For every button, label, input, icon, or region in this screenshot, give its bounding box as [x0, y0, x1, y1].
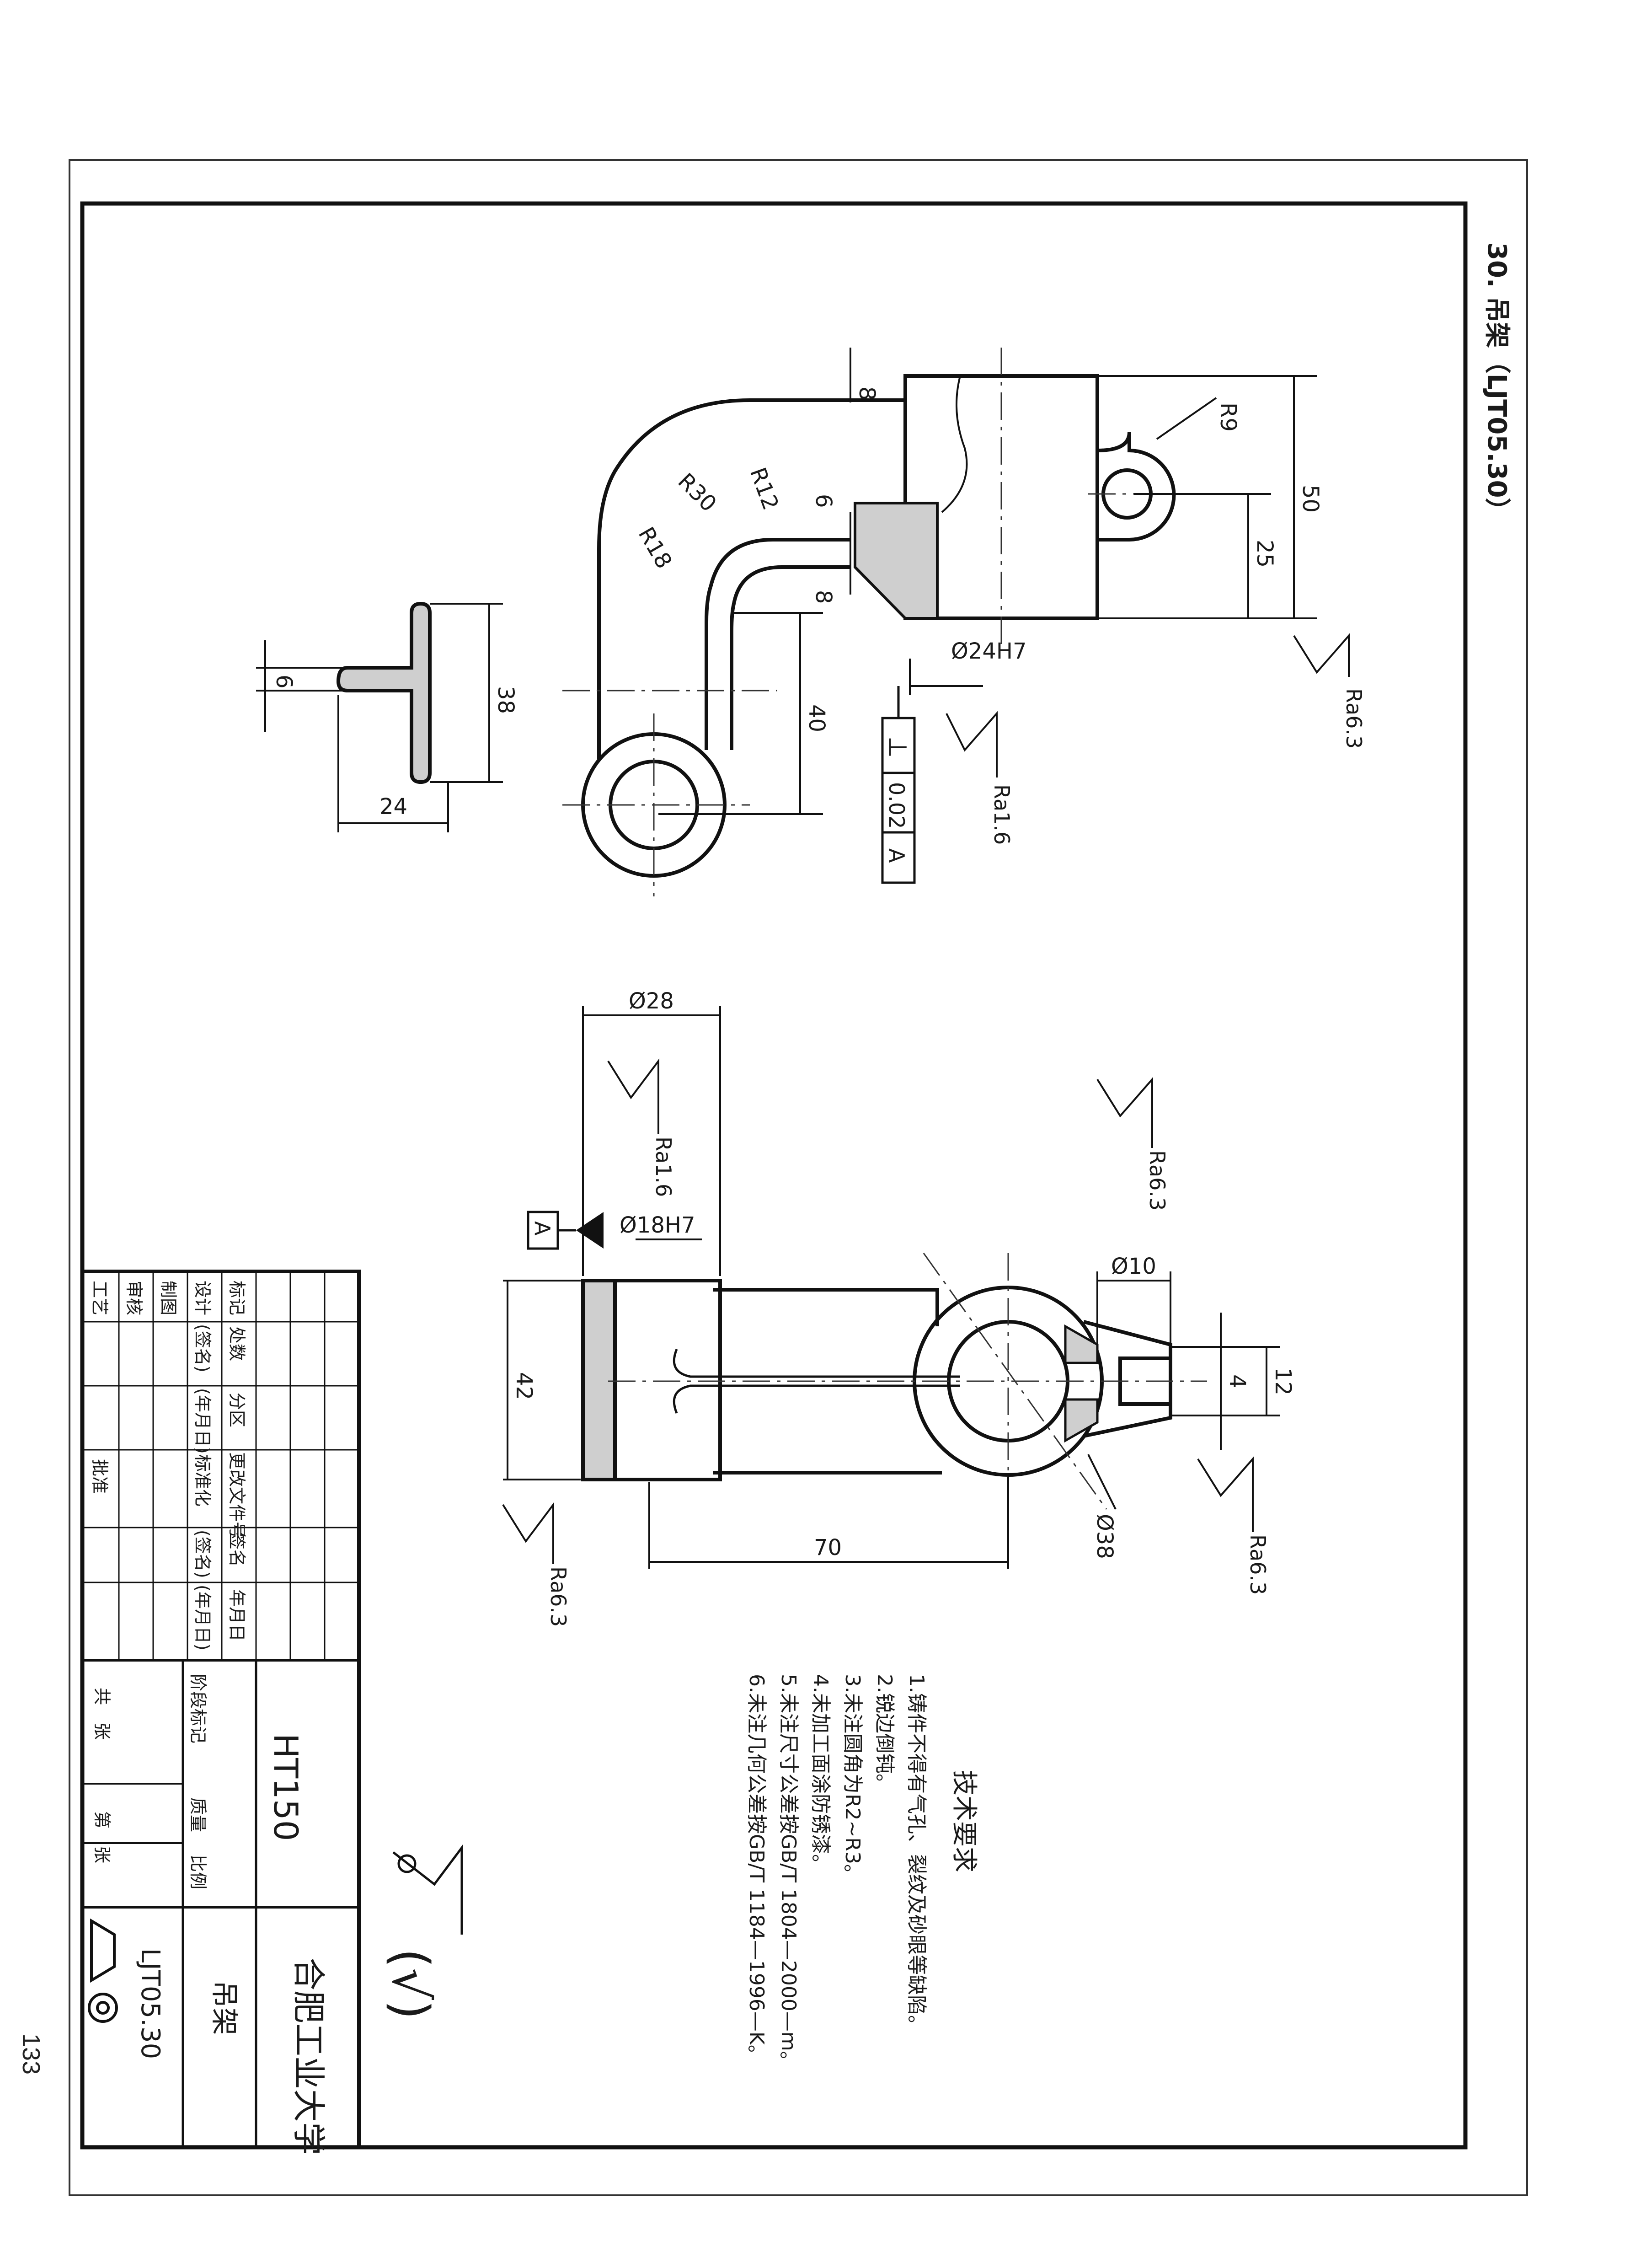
title-block — [80, 1270, 361, 2149]
arm-outer — [597, 398, 905, 759]
tb-row1-c6: 年月日 — [227, 1589, 247, 1641]
front-view-centerlines — [608, 1253, 1207, 1510]
tech-req-item-4: 4.未加工面涂防锈漆。 — [809, 1674, 832, 1874]
tb-row1: 标记 — [227, 1281, 247, 1315]
ra-front-right-bottom: Ra6.3 — [1245, 1534, 1270, 1595]
t-section-shape — [336, 601, 432, 784]
dim-phi28: Ø28 — [629, 988, 674, 1014]
tb-row2-c5: (签名) — [192, 1530, 213, 1578]
tb-row2-c2: (签名) — [192, 1324, 213, 1373]
top-view — [581, 374, 1176, 878]
tolerance-symbol: ⊥ — [883, 736, 912, 758]
roughness-ra-mid — [946, 711, 998, 777]
dim-40: 40 — [804, 704, 829, 732]
tb-row1-c2: 处数 — [227, 1326, 247, 1361]
outer-border — [69, 159, 1528, 2196]
tb-row2-c3: (年月日) — [192, 1388, 213, 1454]
ra-front-left-top: Ra1.6 — [651, 1137, 676, 1197]
tb-row5-c4: 批准 — [90, 1459, 110, 1494]
tb-school: 合肥工业大学 — [289, 1957, 328, 2155]
dim-50: 50 — [1298, 485, 1323, 513]
top-view-centerlines — [562, 348, 1175, 896]
front-arm-top — [713, 1288, 939, 1326]
break-line — [941, 375, 968, 513]
tb-row2-c4: 标准化 — [192, 1454, 213, 1507]
tb-stage: 阶段标记 — [188, 1674, 208, 1743]
tb-drawing-no: LJT05.30 — [135, 1948, 165, 2059]
projection-symbol-icon — [88, 1918, 118, 2023]
tb-row5-c1: 工艺 — [90, 1281, 110, 1315]
page-number: 133 — [17, 2033, 45, 2075]
tolerance-value: 0.02 — [884, 782, 909, 829]
dim-phi24h7: Ø24H7 — [951, 638, 1027, 664]
roughness-ra-right — [1293, 633, 1350, 677]
sheet-title: 30. 吊架（LJT05.30） — [1482, 242, 1512, 524]
hub-section-hatch — [854, 502, 939, 620]
top-view-dim-lines — [658, 348, 1317, 815]
arm-web-top — [705, 538, 850, 750]
tb-row3: 制图 — [158, 1281, 178, 1315]
t-section-dims — [256, 603, 503, 832]
t-dim-24: 24 — [379, 794, 407, 820]
dim-12: 12 — [1270, 1367, 1296, 1395]
ra-front-right-top: Ra6.3 — [1145, 1150, 1170, 1211]
tech-req-item-1: 1.铸件不得有气孔、裂纹及砂眼等缺陷。 — [905, 1674, 928, 2035]
t-dim-38: 38 — [493, 686, 518, 714]
front-rib-top — [673, 1349, 960, 1378]
tb-mass: 质量 — [188, 1797, 208, 1832]
tb-row2-c6: (年月日) — [192, 1585, 213, 1651]
dim-42: 42 — [511, 1372, 537, 1400]
dim-8: 8 — [811, 590, 836, 604]
tech-req-title: 技术要求 — [949, 1770, 979, 1872]
dim-r9: R9 — [1215, 402, 1241, 432]
tb-row1-c5: 签名 — [227, 1532, 247, 1567]
tolerance-frame — [881, 686, 916, 884]
tech-req-item-5: 5.未注尺寸公差按GB/T 1804—2000—m。 — [777, 1674, 800, 2071]
front-view-dim-lines — [503, 1006, 1280, 1569]
dim-phi18h7: Ø18H7 — [620, 1212, 695, 1238]
tb-part-name: 吊架 — [208, 1980, 240, 2035]
dim-phi10: Ø10 — [1111, 1254, 1156, 1279]
front-hub-hatch — [581, 1279, 617, 1481]
dim-25: 25 — [1252, 540, 1277, 568]
front-rib-bottom — [673, 1384, 960, 1414]
tb-scale: 比例 — [188, 1855, 208, 1889]
ra-right-label: Ra6.3 — [1341, 688, 1366, 749]
datum-a-triangle — [576, 1212, 604, 1249]
dim-r30: R30 — [673, 468, 721, 517]
general-roughness-symbol — [392, 1844, 463, 1935]
arm-web-bottom — [730, 565, 850, 750]
tb-material: HT150 — [267, 1733, 305, 1841]
dim-8-top: 8 — [854, 386, 880, 401]
dim-6: 6 — [811, 494, 836, 508]
tb-row2-c1: 设计 — [192, 1281, 213, 1315]
general-roughness-note: (√) — [381, 1948, 440, 2020]
tech-req-item-3: 3.未注圆角为R2~R3。 — [841, 1674, 864, 1884]
lug-outline — [1097, 432, 1176, 542]
t-dim-6: 6 — [271, 675, 297, 689]
dim-phi38: Ø38 — [1092, 1514, 1117, 1559]
dim-r12: R12 — [745, 464, 784, 514]
tb-sheets-total: 共 张 — [92, 1688, 112, 1740]
tb-row4: 审核 — [124, 1281, 144, 1315]
front-lug-hatch — [1064, 1324, 1099, 1443]
drawing-frame — [80, 201, 1468, 2150]
dim-70: 70 — [814, 1535, 842, 1560]
tech-req-item-2: 2.锐边倒钝。 — [873, 1674, 896, 1794]
front-view — [581, 1279, 1172, 1481]
tolerance-datum: A — [884, 848, 909, 863]
ra-mid-label: Ra1.6 — [989, 784, 1014, 845]
tb-row1-c3: 分区 — [227, 1393, 247, 1427]
ra-front-left-bottom: Ra6.3 — [546, 1566, 571, 1627]
tech-req-item-6: 6.未注几何公差按GB/T 1184—1996—K。 — [745, 1674, 768, 2065]
dim-4: 4 — [1224, 1374, 1250, 1389]
roughness-front-symbols — [502, 1058, 1254, 1564]
datum-a-label: A — [530, 1221, 555, 1236]
tb-row1-c4: 更改文件号 — [227, 1452, 247, 1539]
tb-sheet-no: 第 张 — [92, 1811, 112, 1863]
dim-r18: R18 — [633, 523, 677, 573]
